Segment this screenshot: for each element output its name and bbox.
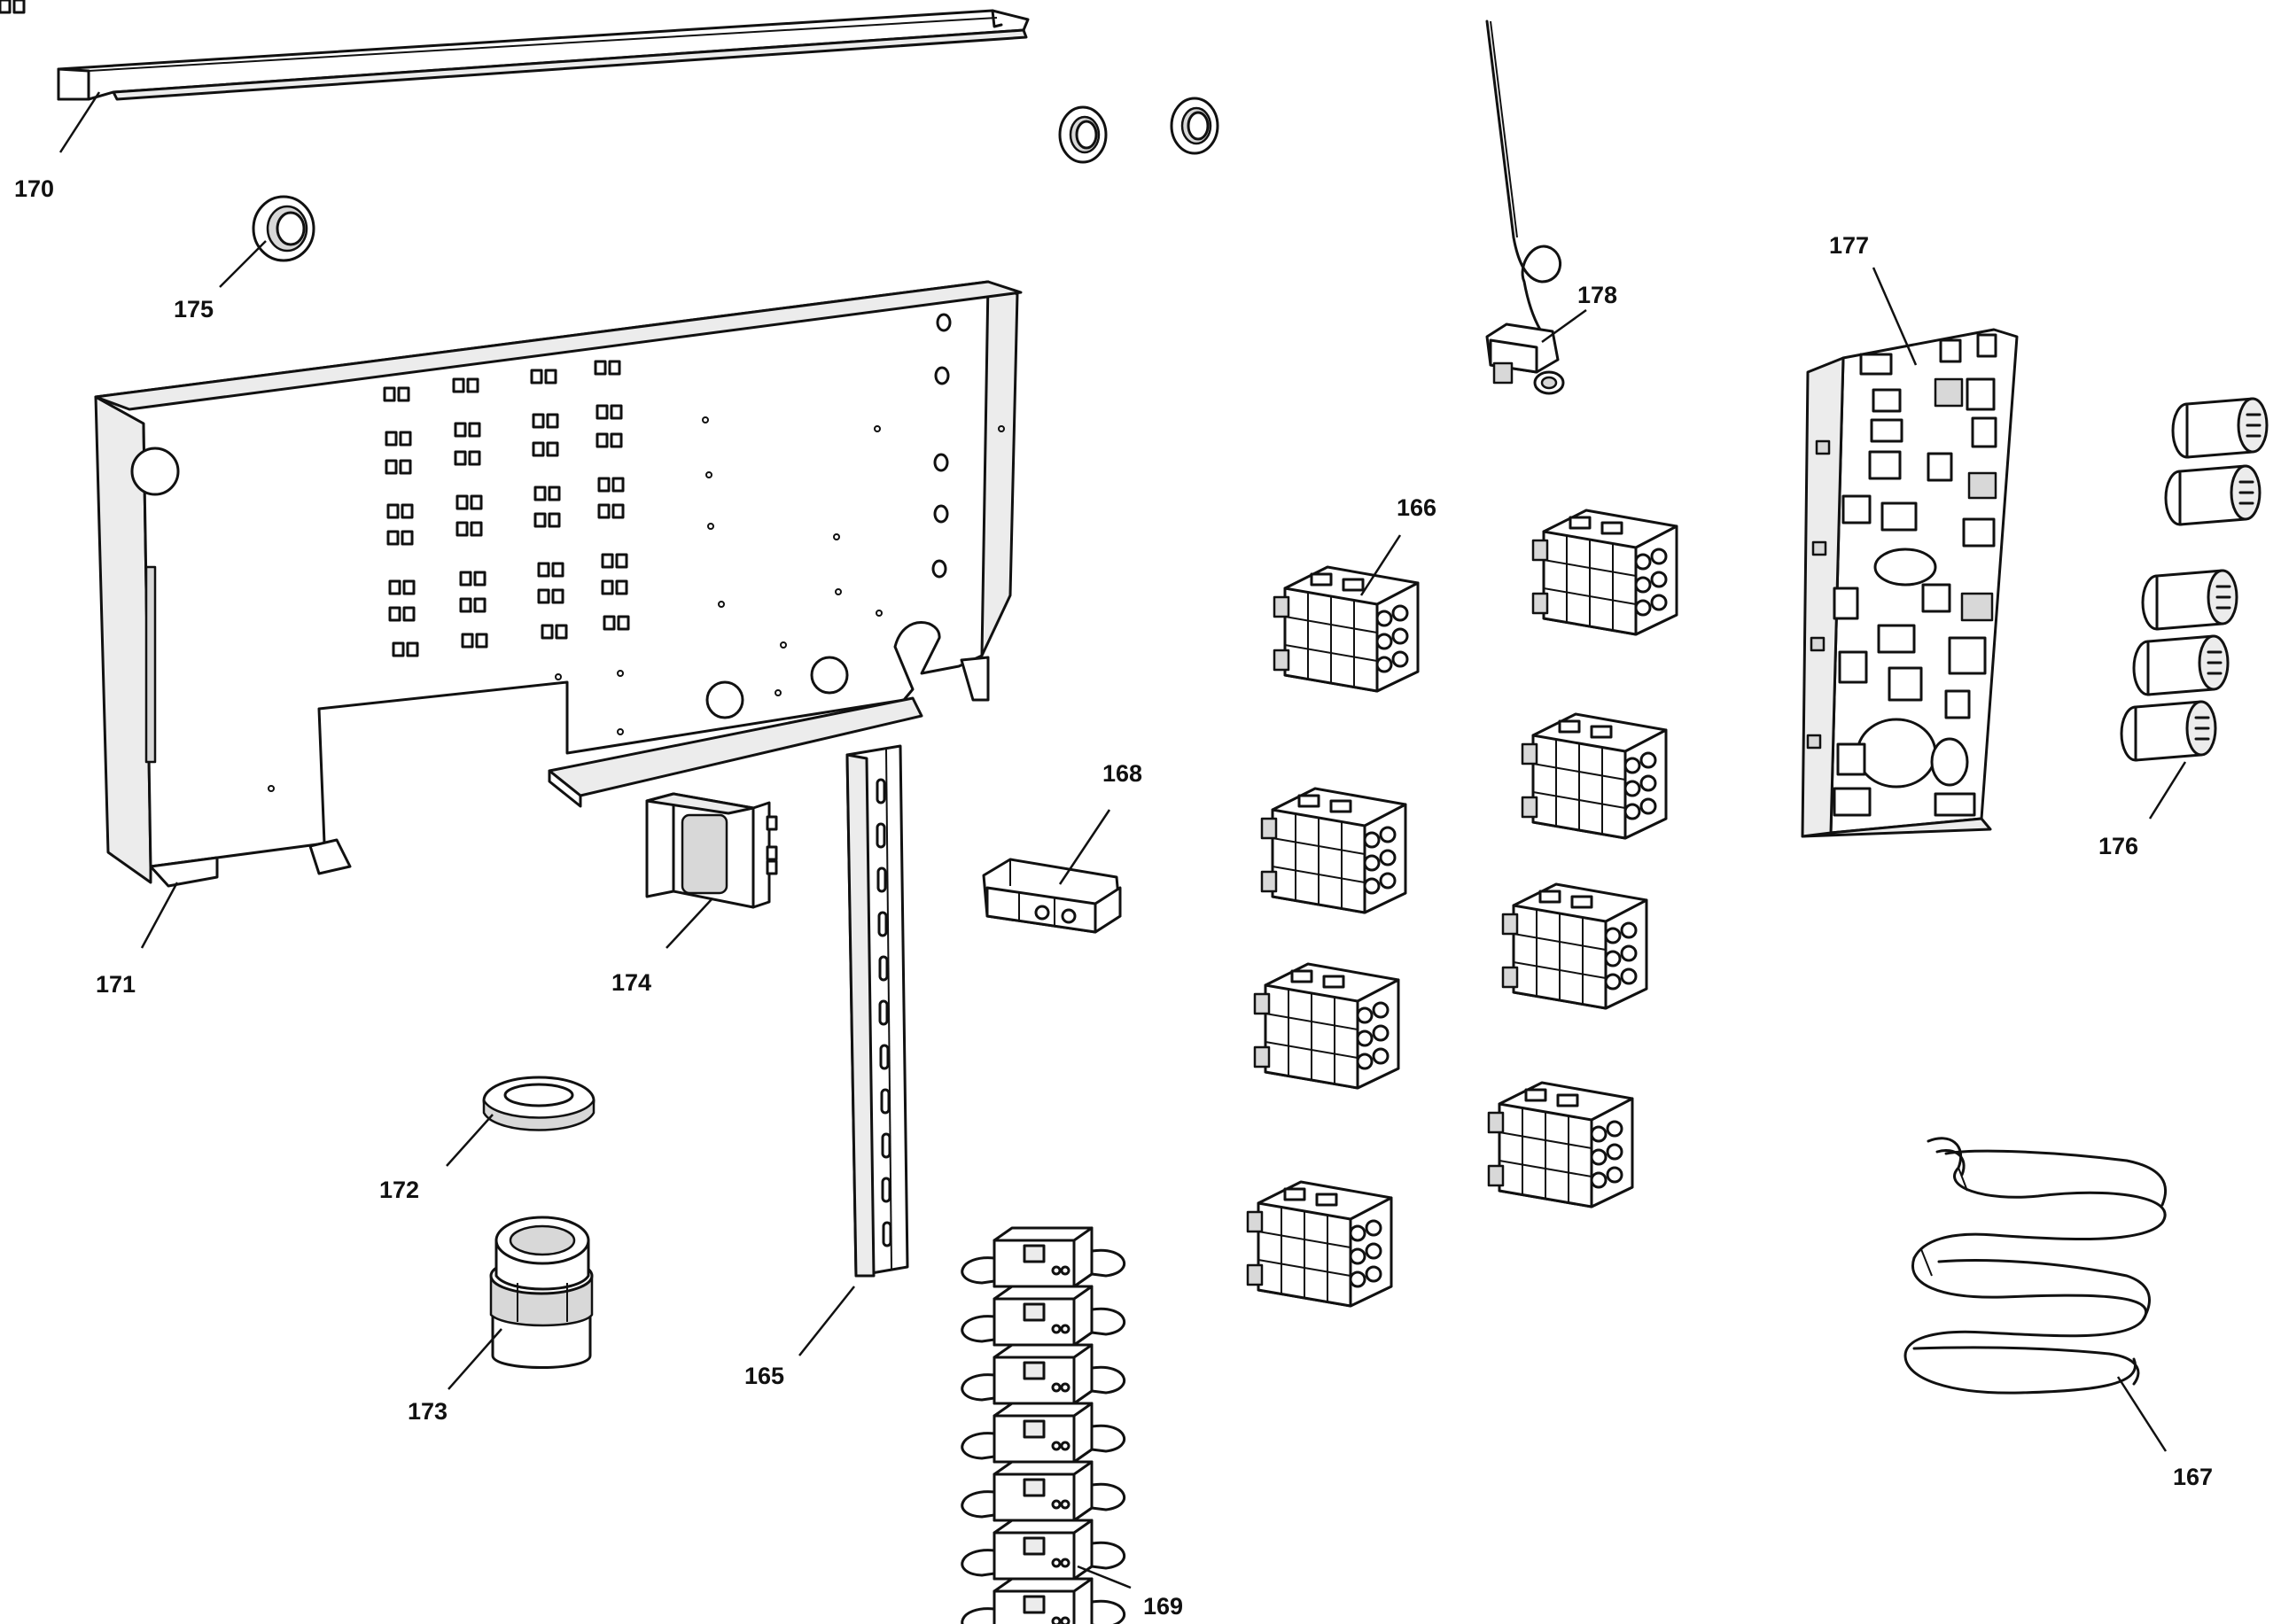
callout-166: 166: [1397, 494, 1436, 521]
part-168-terminal-block: [982, 858, 1122, 934]
callout-168: 168: [1102, 760, 1142, 787]
contactor-3: [1260, 787, 1407, 914]
callout-173: 173: [408, 1398, 448, 1425]
capacitor-4: [2132, 634, 2230, 696]
callout-177: 177: [1829, 232, 1869, 259]
contactor-8: [1487, 1081, 1634, 1208]
callout-169: 169: [1143, 1593, 1183, 1620]
part-171-mounting-panel: [0, 0, 1023, 888]
part-167-heating-element: [1903, 1137, 2168, 1395]
contactor-2: [1531, 509, 1678, 636]
contactor-4: [1521, 712, 1668, 840]
part-178-thermostat: [1485, 19, 1565, 395]
panel-small-holes: [268, 416, 1005, 792]
part-166-contactors: [1246, 509, 1678, 1308]
contactor-1: [1273, 565, 1420, 693]
capacitor-3: [2141, 569, 2238, 631]
pcb-components: [1806, 333, 1997, 817]
capacitor-5: [2120, 700, 2217, 762]
contactor-7: [1246, 1180, 1393, 1308]
callout-178: 178: [1577, 282, 1617, 308]
contactor-6: [1501, 882, 1648, 1010]
callout-167: 167: [2173, 1464, 2213, 1490]
grommet-upper-left: [1058, 105, 1108, 164]
callout-176: 176: [2098, 833, 2138, 859]
part-165-din-rail: [845, 744, 909, 1278]
callout-174: 174: [611, 969, 651, 996]
din-rail-slots: [876, 778, 892, 1247]
callout-172: 172: [379, 1177, 419, 1203]
panel-square-holes: [0, 0, 630, 657]
callout-165: 165: [744, 1363, 784, 1389]
capacitor-1: [2171, 397, 2269, 459]
contactor-5: [1253, 962, 1400, 1090]
part-172-lock-nut: [482, 1076, 596, 1131]
part-174-transformer: [645, 792, 778, 909]
part-170-cover-strip: [57, 9, 1030, 101]
grommet-upper-right: [1170, 97, 1219, 155]
part-169-terminal-stack: [961, 1226, 1126, 1624]
callout-170: 170: [14, 175, 54, 202]
part-175-grommet: [252, 195, 315, 262]
part-173-cable-gland: [489, 1216, 594, 1369]
capacitor-2: [2164, 464, 2262, 526]
part-176-capacitors: [2120, 397, 2269, 762]
callout-175: 175: [174, 296, 214, 322]
part-177-control-board: [1801, 328, 2019, 838]
callout-171: 171: [96, 971, 136, 998]
